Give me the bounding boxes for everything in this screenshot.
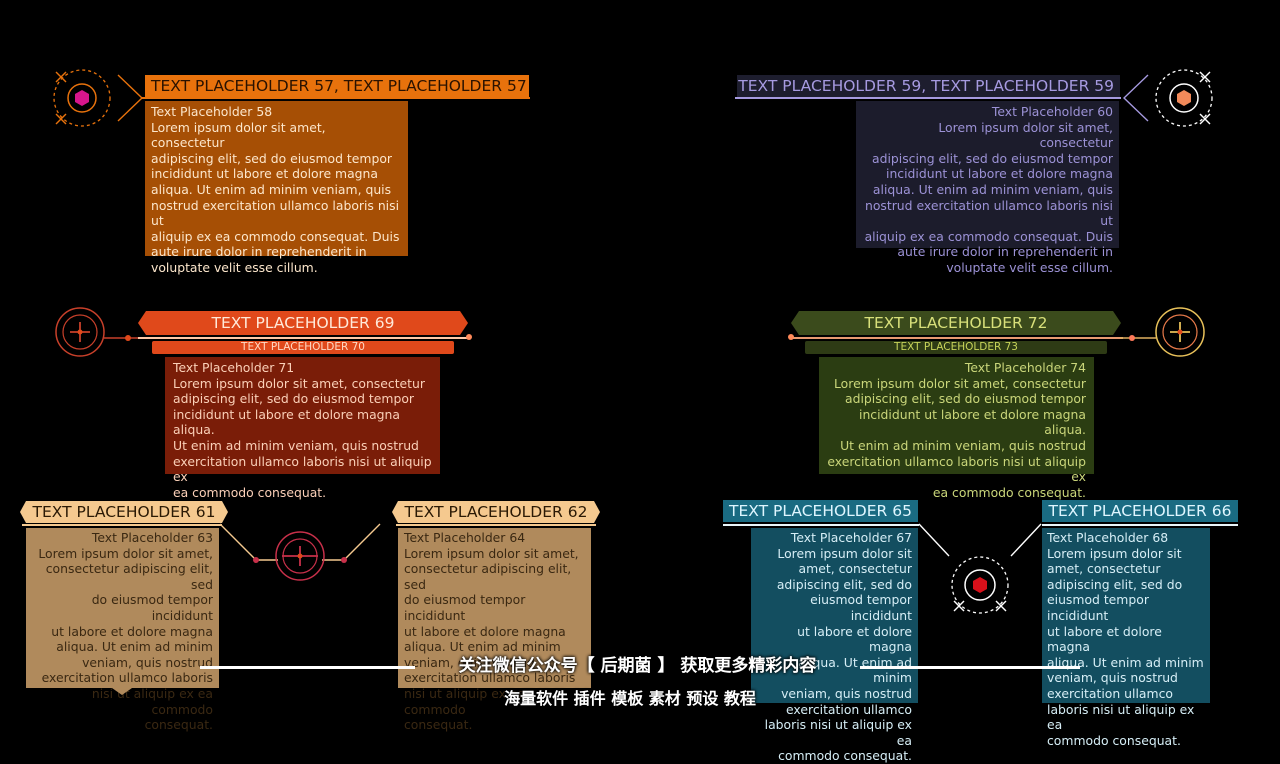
panel-lavender-title: Text Placeholder 60 <box>991 104 1113 119</box>
panel-teal-right-title: Text Placeholder 68 <box>1047 530 1169 545</box>
panel-tan-right-body: Text Placeholder 64 Lorem ipsum dolor si… <box>398 528 591 732</box>
panel-orange-header: TEXT PLACEHOLDER 57, TEXT PLACEHOLDER 57 <box>145 75 529 97</box>
panel-orange-title: Text Placeholder 58 <box>151 104 273 119</box>
panel-orange-text: Lorem ipsum dolor sit amet, consectetur … <box>151 119 400 275</box>
panel-tan-left-header-text: TEXT PLACEHOLDER 61 <box>32 503 216 521</box>
panel-tan-left-text: Lorem ipsum dolor sit amet, consectetur … <box>38 545 213 733</box>
panel-orange-header-text: TEXT PLACEHOLDER 57, TEXT PLACEHOLDER 57 <box>151 77 527 95</box>
watermark-line1: 关注微信公众号【 后期菌 】 获取更多精彩内容 <box>458 656 817 676</box>
panel-teal-right-header: TEXT PLACEHOLDER 66 <box>1042 500 1238 522</box>
panel-red-header-text: TEXT PLACEHOLDER 69 <box>211 314 395 332</box>
panel-tan-left-title: Text Placeholder 63 <box>91 530 213 545</box>
panel-lavender-text: Lorem ipsum dolor sit amet, consectetur … <box>864 119 1113 275</box>
panel-teal-right-body: Text Placeholder 68 Lorem ipsum dolor si… <box>1042 528 1210 748</box>
hexagon-target-icon <box>918 523 1042 614</box>
panel-olive-header: TEXT PLACEHOLDER 72 <box>791 312 1121 334</box>
panel-red-body: Text Placeholder 71 Lorem ipsum dolor si… <box>165 357 440 500</box>
panel-red-subheader: TEXT PLACEHOLDER 70 <box>152 341 454 354</box>
panel-olive-text: Lorem ipsum dolor sit amet, consectetur … <box>827 375 1086 500</box>
panel-tan-left-divider <box>22 524 222 526</box>
panel-lavender-header-text: TEXT PLACEHOLDER 59, TEXT PLACEHOLDER 59 <box>738 77 1114 95</box>
panel-lavender-body: Text Placeholder 60 Lorem ipsum dolor si… <box>856 101 1119 275</box>
panel-teal-left-divider <box>723 524 919 526</box>
panel-olive-header-shape <box>791 311 1121 335</box>
panel-red-header: TEXT PLACEHOLDER 69 <box>138 312 468 334</box>
panel-lavender-divider <box>735 97 1121 99</box>
panel-teal-left-header: TEXT PLACEHOLDER 65 <box>723 500 918 522</box>
panel-olive-divider <box>791 337 1123 339</box>
panel-olive-subheader: TEXT PLACEHOLDER 73 <box>805 341 1107 354</box>
panel-olive-subheader-text: TEXT PLACEHOLDER 73 <box>894 341 1018 353</box>
panel-teal-right-divider <box>1042 524 1238 526</box>
crosshair-icon <box>55 307 140 357</box>
panel-red-subheader-text: TEXT PLACEHOLDER 70 <box>241 341 365 353</box>
crosshair-icon <box>219 523 381 581</box>
panel-orange-body: Text Placeholder 58 Lorem ipsum dolor si… <box>145 101 408 275</box>
watermark-line-right <box>860 666 1080 669</box>
panel-teal-left-body: Text Placeholder 67 Lorem ipsum dolor si… <box>751 528 918 763</box>
panel-teal-right-text: Lorem ipsum dolor sit amet, consectetur … <box>1047 545 1204 748</box>
panel-olive-header-text: TEXT PLACEHOLDER 72 <box>864 314 1048 332</box>
panel-teal-left-title: Text Placeholder 67 <box>790 530 912 545</box>
panel-tan-right-divider <box>396 524 596 526</box>
panel-lavender-header: TEXT PLACEHOLDER 59, TEXT PLACEHOLDER 59 <box>737 75 1120 97</box>
panel-orange-divider <box>142 97 530 99</box>
watermark-line2: 海量软件 插件 模板 素材 预设 教程 <box>504 689 756 708</box>
watermark-line-left <box>200 666 415 669</box>
panel-olive-body: Text Placeholder 74 Lorem ipsum dolor si… <box>819 357 1094 500</box>
panel-tan-left-header-shape <box>20 501 228 523</box>
panel-red-title: Text Placeholder 71 <box>173 360 295 375</box>
panel-tan-right-title: Text Placeholder 64 <box>404 530 526 545</box>
connector-dot <box>788 334 794 340</box>
panel-red-text: Lorem ipsum dolor sit amet, consectetur … <box>173 375 432 500</box>
panel-red-header-shape <box>138 311 468 335</box>
panel-teal-right-header-text: TEXT PLACEHOLDER 66 <box>1048 502 1232 520</box>
panel-tan-left-header: TEXT PLACEHOLDER 61 <box>20 501 228 523</box>
connector-dot <box>466 334 472 340</box>
panel-tan-right-header: TEXT PLACEHOLDER 62 <box>392 501 600 523</box>
panel-teal-left-header-text: TEXT PLACEHOLDER 65 <box>729 502 912 520</box>
screen: { "colors": { "background": "#000000", "… <box>20 69 1238 764</box>
panel-tan-right-header-text: TEXT PLACEHOLDER 62 <box>404 503 588 521</box>
panel-tan-left-body: Text Placeholder 63 Lorem ipsum dolor si… <box>26 528 219 732</box>
panel-red-divider <box>138 337 470 339</box>
panel-tan-right-header-shape <box>392 501 600 523</box>
arrow-down-icon <box>112 688 132 695</box>
crosshair-icon <box>1120 307 1205 357</box>
hexagon-target-icon <box>53 69 144 127</box>
hexagon-target-icon <box>1122 69 1213 127</box>
panel-olive-title: Text Placeholder 74 <box>964 360 1086 375</box>
